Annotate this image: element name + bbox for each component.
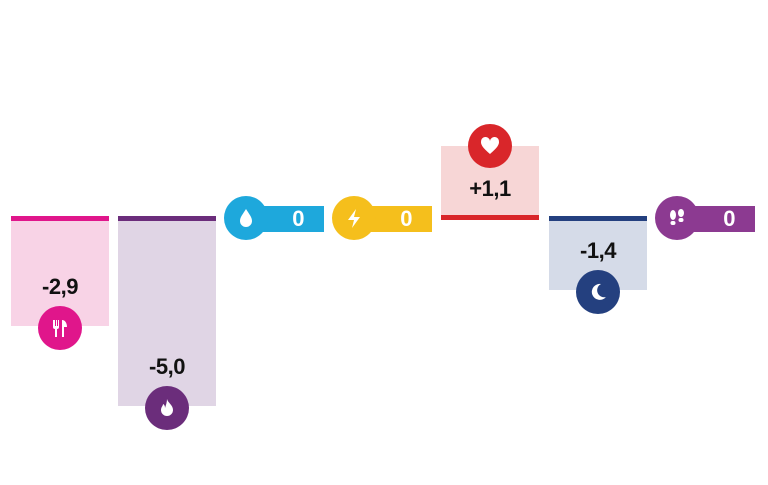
value-label: 0 — [400, 206, 412, 231]
value-label: -1,4 — [580, 238, 616, 263]
value-label: -2,9 — [42, 274, 78, 300]
baseline-line — [118, 216, 216, 221]
value-label: 0 — [292, 206, 304, 231]
value-label: 0 — [723, 206, 735, 231]
baseline-line — [441, 215, 539, 220]
footprints-icon — [655, 196, 699, 240]
water-drop-icon — [224, 196, 268, 240]
value-label: +1,1 — [469, 176, 511, 201]
baseline-line — [549, 216, 647, 221]
moon-icon — [576, 270, 620, 314]
baseline-line — [11, 216, 109, 221]
fork-knife-icon — [38, 306, 82, 351]
flame-icon — [145, 386, 189, 430]
bar-calories: -5,0 — [118, 216, 216, 406]
heart-icon — [468, 124, 512, 168]
value-label: -5,0 — [149, 354, 185, 379]
lightning-icon — [332, 196, 376, 240]
